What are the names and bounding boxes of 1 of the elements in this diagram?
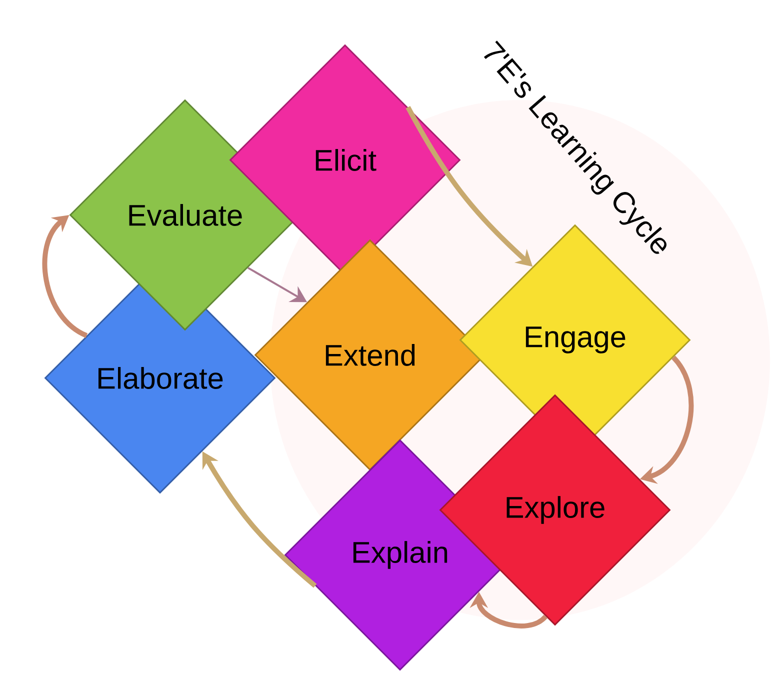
curved-arrow [42, 215, 88, 338]
